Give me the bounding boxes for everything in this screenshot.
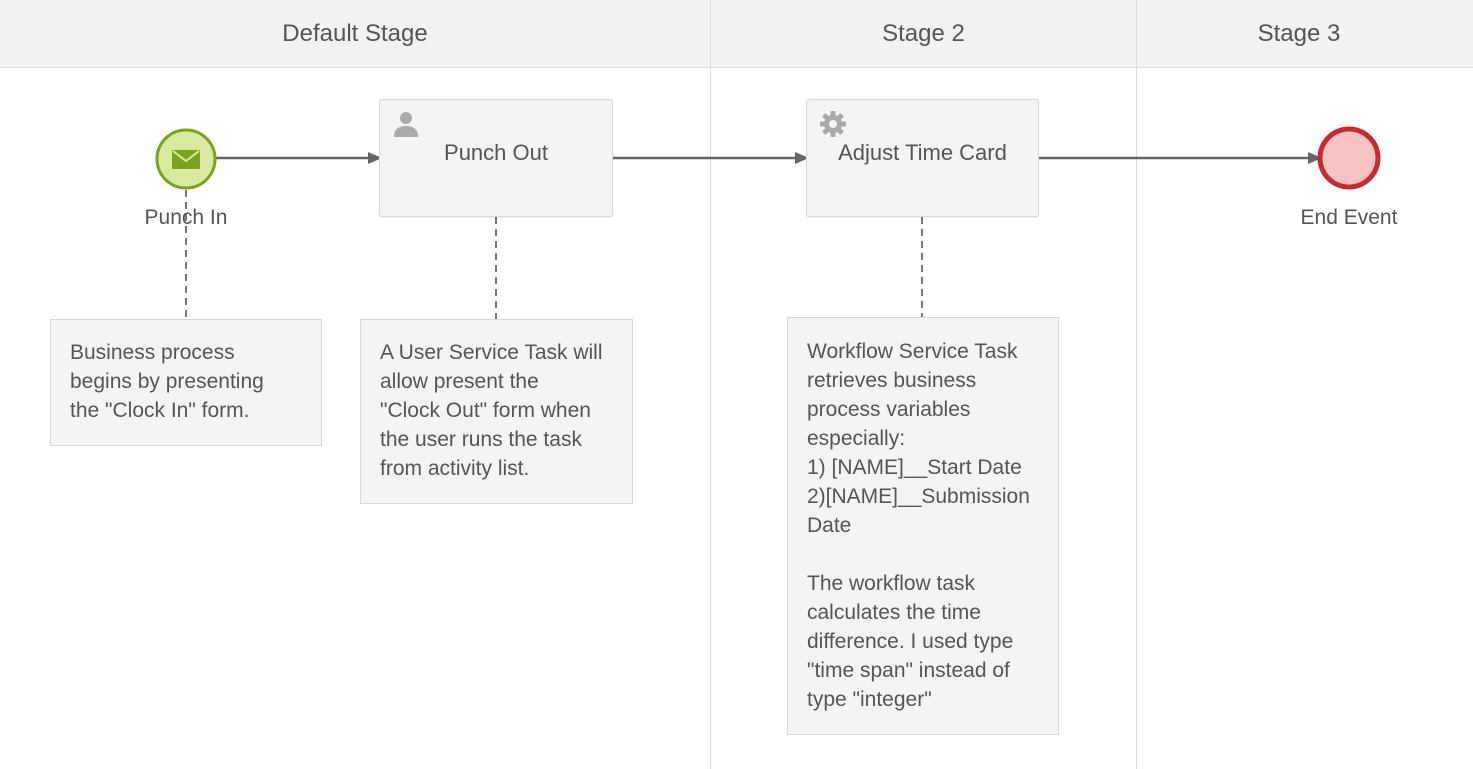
envelope-icon xyxy=(172,150,200,169)
stage-header-default: Default Stage xyxy=(0,0,710,68)
annotation-user-task[interactable]: A User Service Task will allow present t… xyxy=(360,319,633,504)
stage-label: Stage 2 xyxy=(882,19,965,47)
annotation-service-task[interactable]: Workflow Service Task retrieves business… xyxy=(787,317,1059,735)
task-label: Punch Out xyxy=(444,140,548,165)
stage-header-2: Stage 2 xyxy=(711,0,1136,68)
user-task-punch-out[interactable]: Punch Out xyxy=(379,99,613,217)
gear-icon xyxy=(820,111,846,137)
annotation-start[interactable]: Business process begins by presenting th… xyxy=(50,319,322,446)
stage-header-3: Stage 3 xyxy=(1137,0,1473,68)
service-task-adjust-time-card[interactable]: Adjust Time Card xyxy=(806,99,1039,217)
end-event-label: End Event xyxy=(1300,206,1398,229)
stage-divider xyxy=(1136,0,1137,769)
stage-divider xyxy=(710,0,711,769)
start-event-label: Punch In xyxy=(144,206,228,229)
stage-label: Default Stage xyxy=(282,19,428,47)
task-label: Adjust Time Card xyxy=(838,140,1007,165)
stage-label: Stage 3 xyxy=(1257,19,1341,47)
start-event[interactable] xyxy=(154,127,218,191)
end-event[interactable] xyxy=(1316,125,1382,191)
user-icon xyxy=(394,112,418,137)
